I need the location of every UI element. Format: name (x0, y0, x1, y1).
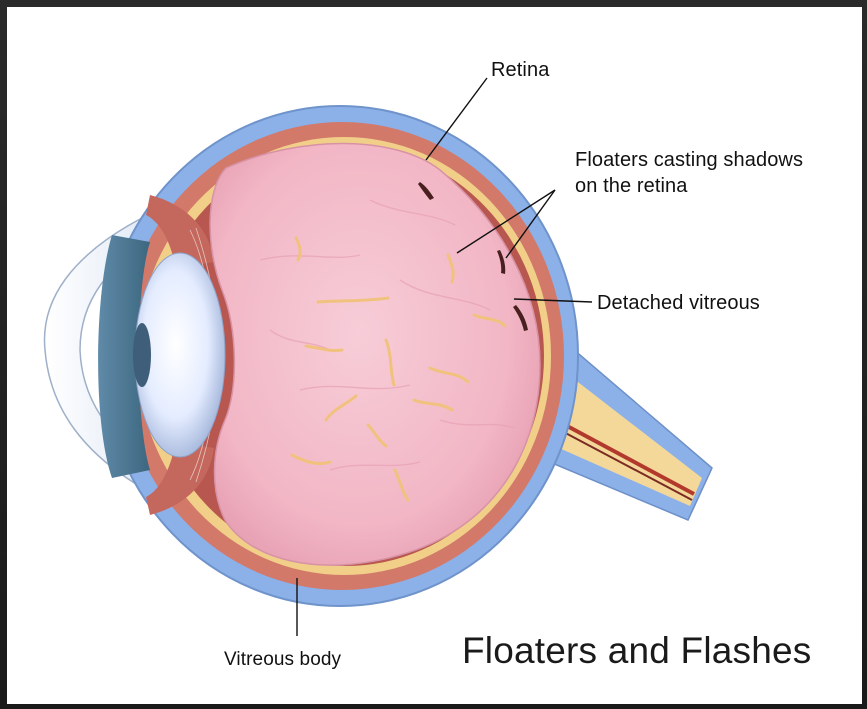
label-retina: Retina (491, 57, 549, 83)
label-detached-vitreous: Detached vitreous (597, 290, 760, 316)
diagram-title: Floaters and Flashes (462, 628, 812, 674)
label-floaters: Floaters casting shadows on the retina (575, 147, 803, 199)
pupil (133, 323, 151, 387)
label-vitreous-body: Vitreous body (224, 647, 341, 673)
label-floaters-line1: Floaters casting shadows (575, 147, 803, 173)
label-floaters-line2: on the retina (575, 173, 803, 199)
